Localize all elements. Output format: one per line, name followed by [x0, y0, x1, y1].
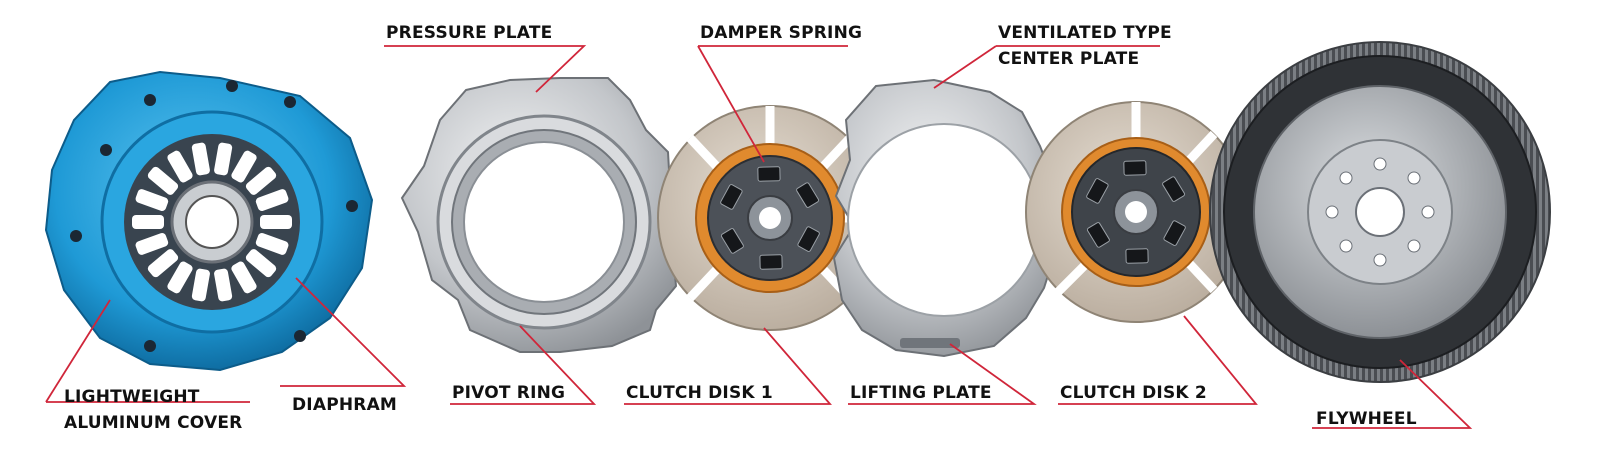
- clutch-disk-2-part: [1025, 101, 1247, 323]
- leader-center-plate-pointer: [933, 45, 997, 89]
- leader-cover-pointer: [45, 299, 111, 403]
- label-diaphram: DIAPHRAM: [292, 395, 398, 415]
- label-damper-spring: DAMPER SPRING: [700, 23, 863, 43]
- label-cover-line1: LIGHTWEIGHT: [64, 387, 200, 407]
- leader-pivot-ring: [450, 325, 597, 405]
- leader-pressure-plate: [384, 45, 587, 93]
- label-pressure-plate: PRESSURE PLATE: [386, 23, 553, 43]
- label-center-plate-line2: CENTER PLATE: [998, 49, 1140, 69]
- flywheel-part: [1209, 41, 1551, 383]
- leader-clutch-disk-2: [1058, 315, 1258, 405]
- center-plate-part: [832, 78, 1086, 358]
- aluminum-cover-part: [44, 70, 374, 372]
- leader-lines: [45, 45, 1473, 429]
- pressure-plate-part: [400, 77, 692, 353]
- leader-clutch-disk-1: [624, 327, 832, 405]
- label-clutch-disk-1: CLUTCH DISK 1: [626, 383, 773, 403]
- label-flywheel: FLYWHEEL: [1316, 409, 1417, 429]
- label-clutch-disk-2: CLUTCH DISK 2: [1060, 383, 1207, 403]
- leader-lifting-plate: [848, 343, 1037, 405]
- leader-diaphram: [280, 277, 407, 387]
- leader-flywheel: [1312, 359, 1473, 429]
- label-cover-line2: ALUMINUM COVER: [64, 413, 243, 433]
- label-pivot-ring: PIVOT RING: [452, 383, 566, 403]
- label-center-plate-line1: VENTILATED TYPE: [998, 23, 1172, 43]
- leader-damper-spring-pointer: [697, 45, 765, 163]
- label-lifting-plate: LIFTING PLATE: [850, 383, 992, 403]
